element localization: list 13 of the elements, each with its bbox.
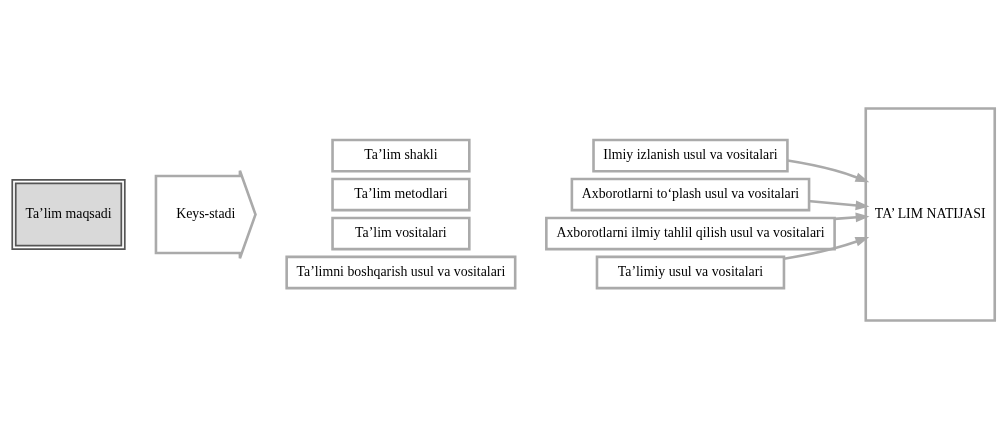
node-box: Axborotlarni ilmiy tahlil qilish usul va vositalari bbox=[545, 216, 836, 251]
node-box: Ta’limiy usul va vositalari bbox=[595, 255, 786, 290]
node-box: Ta’limni boshqarish usul va vositalari bbox=[285, 255, 517, 290]
node-box: Ilmiy izlanish usul va vositalari bbox=[592, 138, 789, 173]
node-box: Ta’lim vositalari bbox=[331, 216, 471, 251]
node-box: TA’ LIM NATIJASI bbox=[864, 107, 997, 322]
arrow bbox=[809, 199, 870, 211]
arrow bbox=[834, 212, 870, 223]
node-box: Ta’lim shakli bbox=[331, 138, 471, 173]
node-box: Ta’lim metodlari bbox=[331, 177, 471, 212]
arrow bbox=[783, 236, 870, 260]
arrow bbox=[787, 159, 870, 183]
node-box: Axborotlarni to‘plash usul va vositalari bbox=[570, 177, 811, 212]
